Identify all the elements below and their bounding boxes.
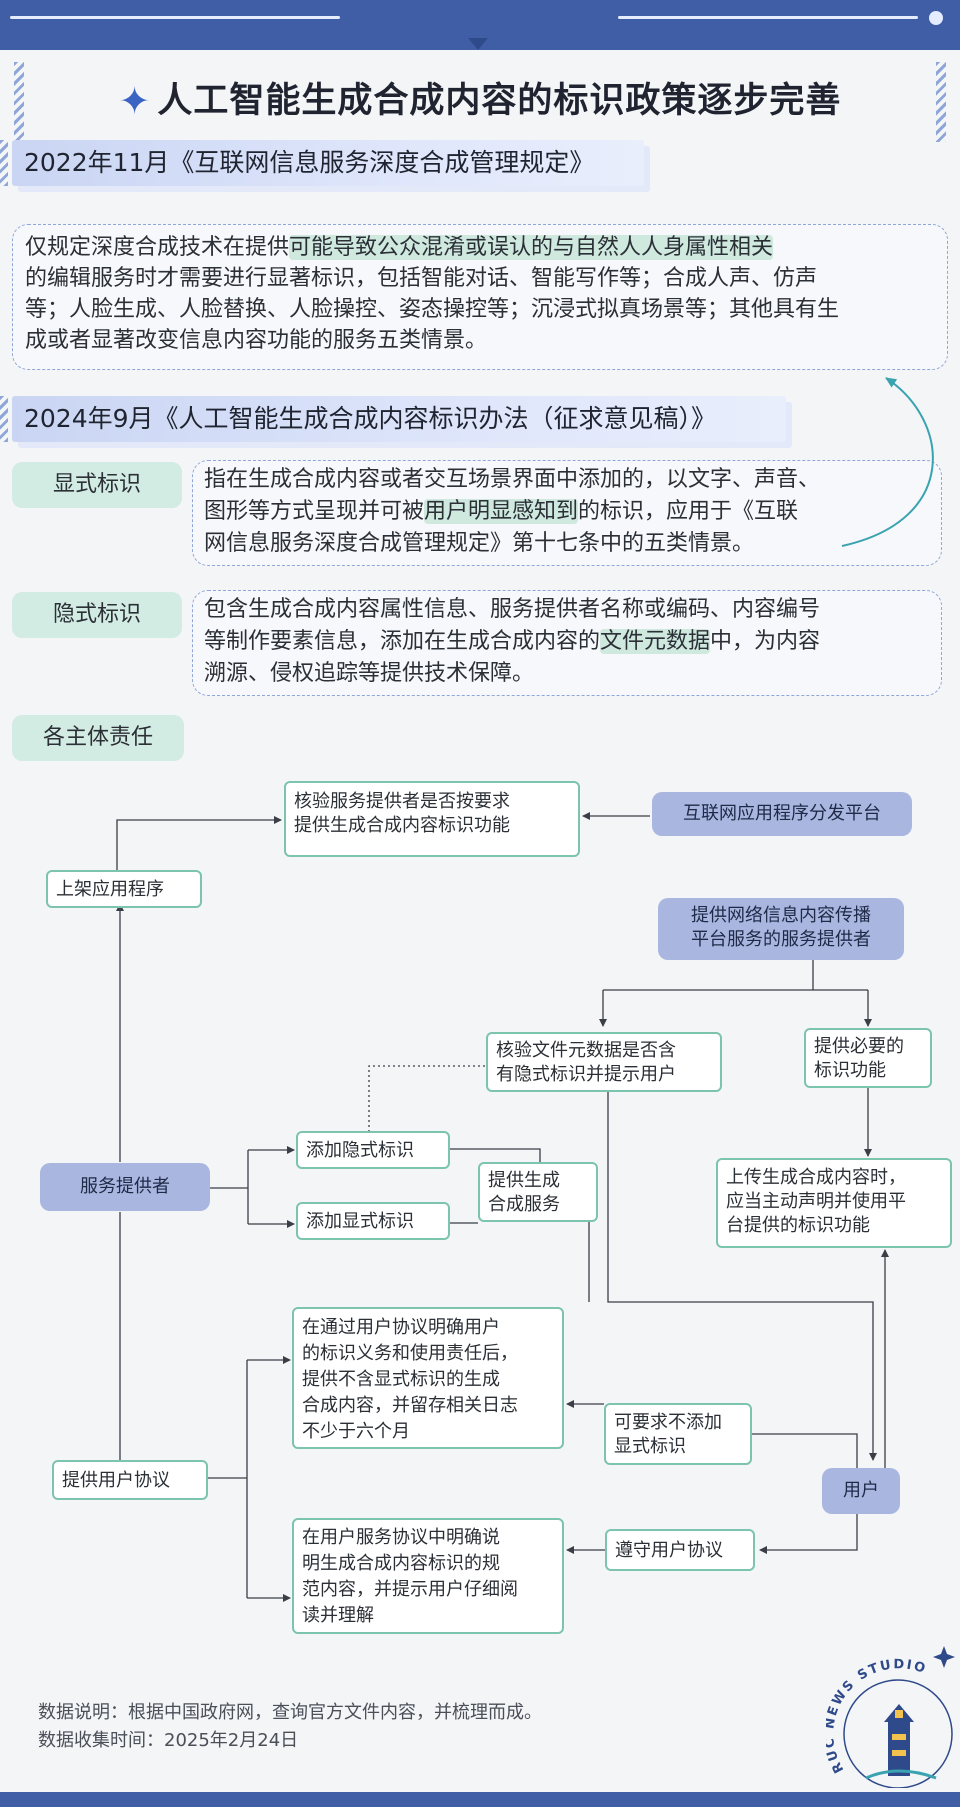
node-app-platform: 互联网应用程序分发平台	[652, 792, 912, 836]
four-point-star-icon: ✦	[118, 79, 152, 123]
node-may-request: 可要求不添加显式标识	[604, 1403, 752, 1465]
node-provide-function: 提供必要的标识功能	[804, 1028, 932, 1088]
node-user: 用户	[822, 1468, 900, 1514]
banner-line-right	[618, 16, 918, 19]
node-verify-metadata: 核验文件元数据是否含有隐式标识并提示用户	[486, 1032, 722, 1092]
section2-heading: 2024年9月《人工智能生成合成内容标识办法（征求意见稿）》	[0, 396, 786, 442]
section1-line2: 的编辑服务时才需要进行显著标识，包括智能对话、智能写作等；合成人声、仿声	[25, 266, 818, 291]
section1-line3: 等；人脸生成、人脸替换、人脸操控、姿态操控等；沉浸式拟真场景等；其他具有生	[25, 297, 840, 322]
node-add-explicit: 添加显式标识	[296, 1202, 450, 1240]
page-title: ✦人工智能生成合成内容的标识政策逐步完善	[118, 79, 842, 123]
node-upload-declare: 上传生成合成内容时，应当主动声明并使用平台提供的标识功能	[716, 1158, 952, 1248]
node-add-implicit: 添加隐式标识	[296, 1131, 450, 1169]
section1-line1: 仅规定深度合成技术在提供可能导致公众混淆或误认的与自然人人身属性相关	[25, 235, 774, 260]
link-arrow-curve	[841, 377, 934, 547]
bottom-banner	[0, 1792, 960, 1807]
node-provide-service: 提供生成合成服务	[478, 1162, 598, 1222]
logo-text: RUC NEWS STUDIO	[826, 1657, 927, 1775]
banner-dot-icon	[929, 11, 943, 25]
implicit-line3: 溯源、侵权追踪等提供技术保障。	[204, 661, 535, 686]
data-date-note: 数据收集时间：2025年2月24日	[38, 1730, 299, 1751]
implicit-mark-box	[192, 590, 942, 696]
banner-notch	[468, 38, 488, 50]
explicit-mark-tag: 显式标识	[12, 462, 182, 508]
svg-text:RUC NEWS STUDIO: RUC NEWS STUDIO	[826, 1657, 929, 1775]
responsibility-tag: 各主体责任	[12, 715, 184, 761]
implicit-line2: 等制作要素信息，添加在生成合成内容的文件元数据中，为内容	[204, 629, 821, 654]
node-content-platform: 提供网络信息内容传播平台服务的服务提供者	[658, 898, 904, 960]
node-user-agreement: 提供用户协议	[52, 1460, 208, 1500]
explicit-line3: 网信息服务深度合成管理规定》第十七条中的五类情景。	[204, 531, 755, 556]
node-agreement-content: 在用户服务协议中明确说明生成合成内容标识的规范内容，并提示用户仔细阅读并理解	[292, 1518, 564, 1634]
hatch-right	[936, 62, 946, 142]
section1-heading: 2022年11月《互联网信息服务深度合成管理规定》	[0, 140, 644, 186]
implicit-mark-tag: 隐式标识	[12, 592, 182, 638]
node-list-app: 上架应用程序	[46, 870, 202, 908]
node-comply-agreement: 遵守用户协议	[605, 1529, 755, 1571]
node-service-provider: 服务提供者	[40, 1163, 210, 1211]
node-no-explicit-content: 在通过用户协议明确用户的标识义务和使用责任后，提供不含显式标识的生成合成内容，并…	[292, 1307, 564, 1449]
explicit-line1: 指在生成合成内容或者交互场景界面中添加的，以文字、声音、	[204, 467, 821, 492]
data-source-note: 数据说明：根据中国政府网，查询官方文件内容，并梳理而成。	[38, 1702, 542, 1723]
lighthouse-logo-icon: RUC NEWS STUDIO	[826, 1646, 955, 1788]
explicit-line2: 图形等方式呈现并可被用户明显感知到的标识，应用于《互联	[204, 499, 799, 524]
banner-line-left	[10, 16, 340, 19]
implicit-line1: 包含生成合成内容属性信息、服务提供者名称或编码、内容编号	[204, 597, 821, 622]
section1-line4: 成或者显著改变信息内容功能的服务五类情景。	[25, 328, 488, 353]
hatch-left	[14, 62, 24, 142]
node-verify-function: 核验服务提供者是否按要求提供生成合成内容标识功能	[284, 781, 580, 857]
